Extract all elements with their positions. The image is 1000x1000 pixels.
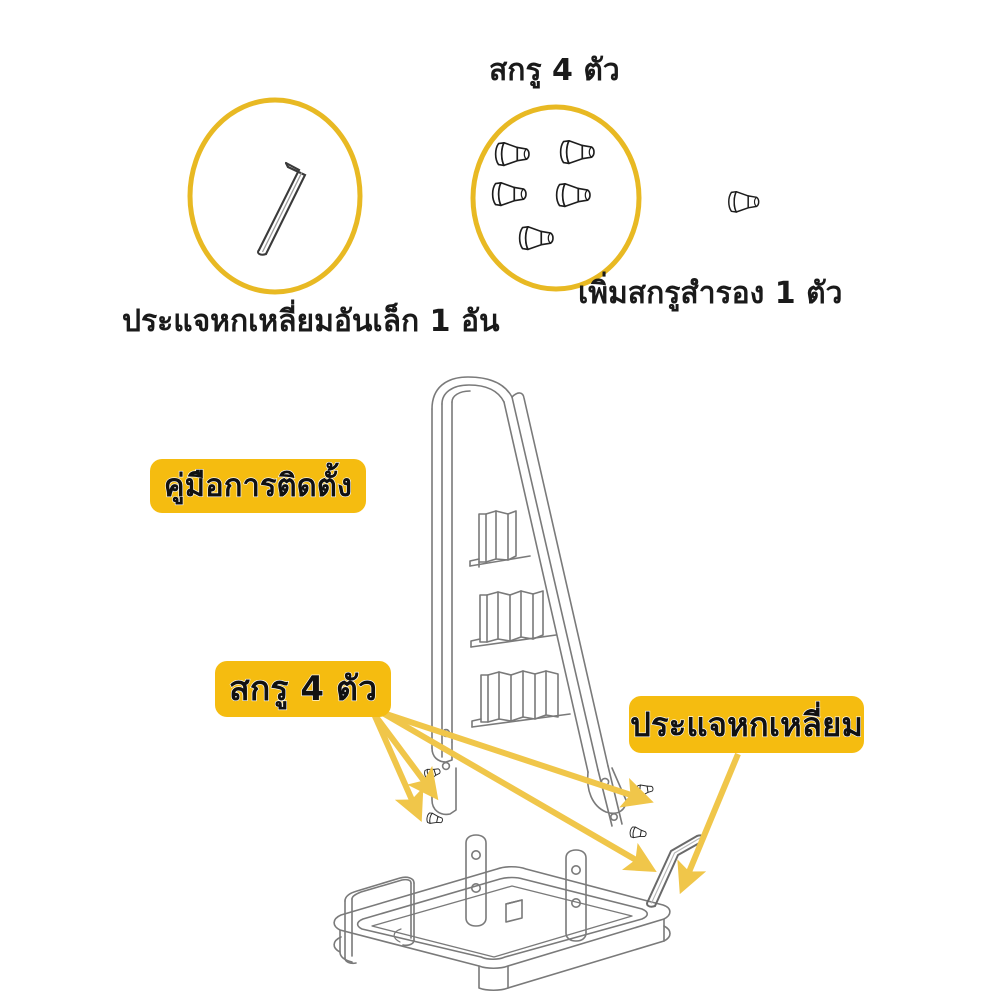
base-tray — [333, 865, 671, 992]
arrow-to-screw-upper-arm — [373, 707, 654, 808]
hex-key-circle-group — [187, 97, 363, 295]
loose-screw-upper-arm — [635, 782, 655, 797]
hex-wrench-icon — [257, 161, 307, 256]
base-mounting-bracket-left — [465, 834, 487, 927]
screws-circle-group — [470, 104, 642, 292]
vacuum-stand-drawing — [333, 376, 671, 992]
arrow-to-screw-lower-arm — [372, 705, 657, 873]
badge-install-manual[interactable]: คู่มือการติดตั้ง — [150, 459, 366, 513]
loose-screw-upper-post — [422, 765, 443, 782]
screw-icon — [518, 225, 554, 251]
curved-front-arm — [503, 392, 627, 827]
badge-hex-wrench[interactable]: ประแจหกเหลี่ยม — [629, 696, 864, 753]
callout-arrows — [371, 705, 741, 895]
screw-icon — [555, 182, 591, 208]
badge-screws-4[interactable]: สกรู 4 ตัว — [215, 661, 391, 717]
caption-screws-4: สกรู 4 ตัว — [489, 53, 620, 88]
screw-icon — [491, 181, 527, 207]
badge-screws-4-label: สกรู 4 ตัว — [228, 669, 378, 709]
arrow-to-screw-lower-post — [371, 712, 424, 822]
badge-install-manual-label: คู่มือการติดตั้ง — [163, 467, 353, 504]
hex-key-circle-outline — [187, 97, 363, 295]
loose-screw-lower-arm — [628, 825, 648, 841]
screw-icon — [559, 139, 595, 165]
loose-hex-wrench-icon — [645, 834, 706, 908]
base-mounting-bracket-right — [565, 849, 587, 942]
accessory-hook-row-2 — [470, 590, 557, 648]
tray-handle — [344, 876, 415, 965]
arrow-to-screw-upper-post — [371, 712, 439, 801]
badge-hex-wrench-label: ประแจหกเหลี่ยม — [629, 705, 864, 744]
caption-spare-screw: เพิ่มสกรูสำรอง 1 ตัว — [578, 276, 843, 311]
accessory-hook-row-1 — [469, 510, 531, 568]
screw-icon — [494, 141, 530, 167]
screws-circle-outline — [470, 104, 642, 292]
spare-screw-icon — [728, 190, 760, 213]
arrow-to-hex-wrench — [677, 752, 741, 895]
accessory-hook-row-3 — [471, 670, 571, 728]
caption-hex-key-small: ประแจหกเหลี่ยมอันเล็ก 1 อัน — [122, 304, 500, 339]
upright-post — [431, 376, 513, 816]
cable-clip — [505, 899, 523, 923]
